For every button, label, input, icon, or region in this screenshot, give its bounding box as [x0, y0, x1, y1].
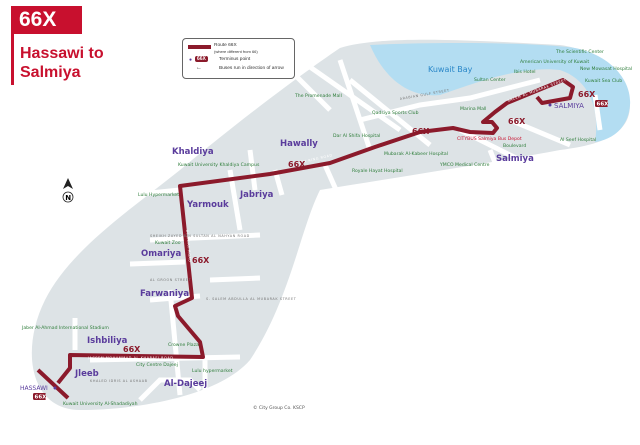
- terminus-point-icon: [53, 386, 57, 390]
- district-jabriya: Jabriya: [239, 190, 274, 200]
- water-kuwait-bay: [370, 43, 631, 143]
- poi: American University of Kuwait: [520, 59, 589, 65]
- subtitle-line: Hassawi to: [20, 45, 104, 62]
- poi: Sultan Center: [474, 77, 506, 83]
- road-network: [72, 57, 603, 410]
- street-label: AIRPORT ROAD: [185, 230, 192, 263]
- district-jleeb: Jleeb: [74, 369, 99, 379]
- route-label: 66X: [412, 127, 430, 136]
- legend: Route 66X (where different from 66) ● 66…: [182, 38, 295, 79]
- district-salmiya: Salmiya: [496, 154, 534, 164]
- poi: Jaber Al-Ahmad International Stadium: [21, 325, 109, 331]
- arrow-left-icon: ←: [196, 65, 202, 71]
- district-omariya: Omariya: [141, 249, 181, 259]
- legend-terminus-badge: 66X: [195, 56, 208, 62]
- route-label: 66X: [192, 256, 210, 265]
- route-label: 66X: [508, 117, 526, 126]
- water-label: Kuwait Bay: [428, 65, 473, 74]
- district-khaldiya: Khaldiya: [172, 147, 214, 157]
- route-subtitle: Hassawi to Salmiya: [20, 44, 104, 82]
- poi: Crowne Plaza: [168, 342, 199, 348]
- route-66x-line: [36, 78, 575, 400]
- poi: City Centre Dajeej: [136, 362, 178, 368]
- poi: Kuwait University Al-Shadadiyah: [63, 401, 138, 407]
- poi: The Scientific Center: [555, 49, 604, 55]
- poi: Ibis Hotel: [514, 69, 536, 75]
- poi: Boulevard: [503, 143, 526, 149]
- terminus-badge: [595, 100, 608, 107]
- terminus-point-icon: [548, 103, 552, 107]
- terminus-east: 66X: [548, 100, 610, 108]
- terminus-badge: [33, 393, 46, 400]
- district-hawally: Hawally: [280, 139, 318, 149]
- district-labels: Khaldiya Hawally Yarmouk Jabriya Omariya…: [20, 102, 584, 392]
- poi-labels: The Promenade Mall Qadsiya Sports Club D…: [21, 49, 632, 407]
- terminus-salmiya: SALMIYA: [554, 102, 584, 110]
- legend-arrow-label: Buses run in direction of arrow: [219, 66, 284, 71]
- poi: The Promenade Mall: [294, 93, 342, 99]
- terminus-hassawi: HASSAWI: [20, 385, 48, 392]
- compass: N: [62, 178, 74, 203]
- terminus-badge-text: 66X: [35, 395, 48, 401]
- subtitle-line: Salmiya: [20, 64, 81, 81]
- compass-label: N: [65, 194, 71, 202]
- street-label: AL GROON STREET: [150, 278, 191, 282]
- street-label: JASSEM MOHAMMAD AL KHARAFI ROAD: [87, 356, 173, 360]
- poi: Kuwait University Khaldiya Campus: [178, 162, 260, 168]
- legend-route-swatch: [188, 45, 211, 49]
- route-label: 66X: [123, 345, 141, 354]
- title-accent-bar: [11, 34, 14, 85]
- terminus-badge-text: 66X: [597, 102, 610, 108]
- legend-route-label: Route 66X: [214, 43, 237, 48]
- poi: Lulu Hypermarket: [138, 192, 179, 198]
- district-ishbiliya: Ishbiliya: [87, 336, 128, 346]
- district-yarmouk: Yarmouk: [186, 200, 229, 210]
- street-label: S. SALEM ABDULLA AL MUBARAK STREET: [206, 297, 297, 301]
- route-label: 66X: [578, 90, 596, 99]
- legend-terminus-label: Terminus point: [219, 57, 251, 62]
- poi: Kuwait Zoo: [155, 240, 181, 246]
- poi: New Mowasat Hospital: [580, 66, 632, 72]
- poi: Marina Mall: [460, 106, 486, 112]
- terminus-point-icon: ●: [189, 57, 193, 63]
- north-arrow-icon: [63, 178, 73, 189]
- route-number-labels: 66X 66X 66X 66X 66X 66X: [123, 90, 596, 354]
- poi: Lulu hypermarket: [192, 368, 233, 374]
- legend-route-note: (where different from 66): [214, 49, 258, 54]
- terminus-west: 66X: [33, 386, 57, 401]
- poi: Mubarak Al-Kabeer Hospital: [384, 151, 448, 157]
- poi: Qadsiya Sports Club: [372, 110, 419, 116]
- route-label: 66X: [288, 160, 306, 169]
- district-farwaniya: Farwaniya: [140, 289, 189, 299]
- poi: Kuwait Sea Club: [585, 78, 622, 84]
- route-number-title: 66X: [11, 6, 82, 34]
- poi: YMCO Medical Centre: [439, 162, 490, 168]
- street-label: KHALED IDRIS AL ASHAAB: [90, 379, 148, 383]
- poi: Al Seef Hospital: [560, 137, 596, 143]
- poi-bus-depot: CITYBUS Salmiya Bus Depot: [457, 136, 522, 142]
- street-label: SHEIKH ZAYED BIN SULTAN AL NAHYAN ROAD: [150, 234, 250, 238]
- district-al-dajeej: Al-Dajeej: [164, 379, 207, 389]
- poi: Royale Hayat Hospital: [352, 168, 403, 174]
- copyright: © City Group Co. KSCP: [253, 404, 305, 411]
- poi: Dar Al Shifa Hospital: [333, 133, 380, 139]
